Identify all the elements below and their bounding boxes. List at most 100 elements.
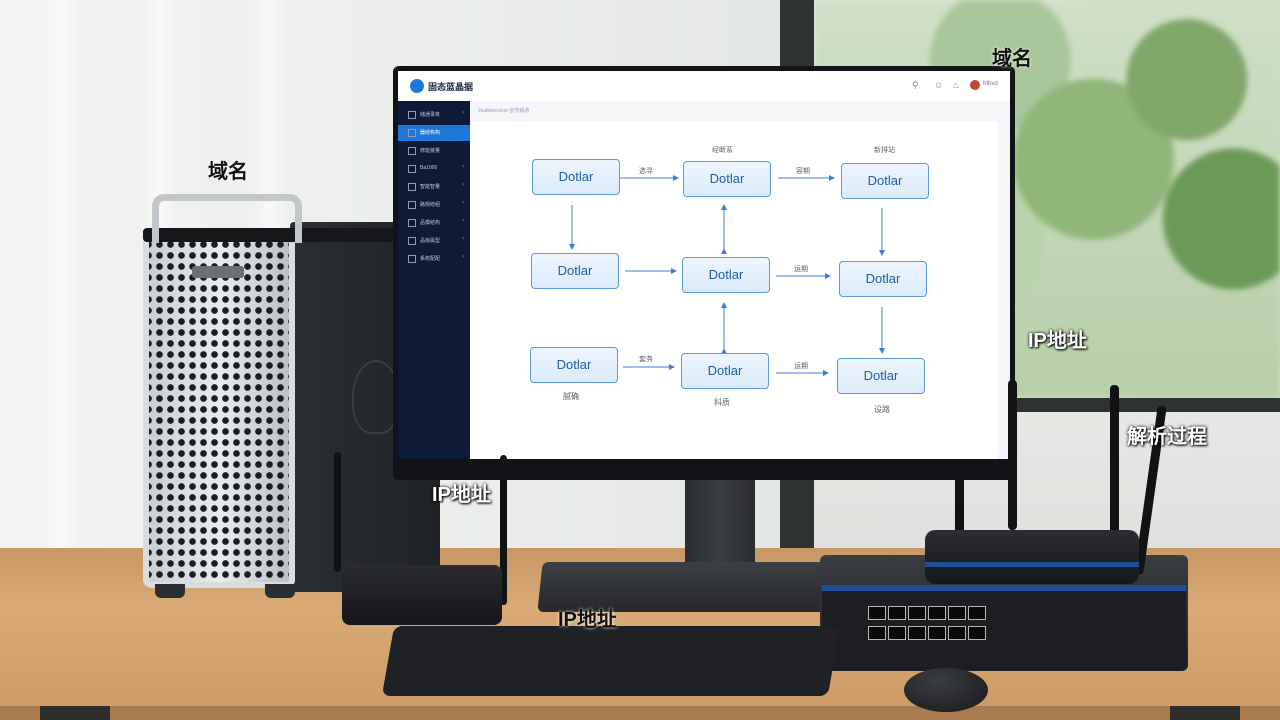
sidebar-item[interactable]: 品模结构 › [398, 215, 470, 231]
sidebar-item[interactable]: 系统配配 › [398, 251, 470, 267]
label-domain-top: 域名 [992, 48, 1032, 70]
mini-router-antenna [334, 452, 341, 572]
ethernet-port [908, 626, 926, 640]
search-icon[interactable]: ⚲ [912, 80, 919, 90]
sidebar-item-label: 修能装量 [420, 148, 441, 154]
pc-tower-badge [192, 266, 244, 278]
sidebar-item-active[interactable]: 器结构构 [398, 125, 470, 141]
app-logo-icon [410, 79, 424, 93]
bell-icon[interactable]: ♨ [952, 80, 961, 90]
chevron-right-icon: › [462, 218, 464, 224]
label-ip-bottom: IP地址 [558, 609, 617, 631]
flow-node[interactable]: Dotlar [682, 257, 770, 293]
label-domain-left: 域名 [208, 161, 248, 183]
main-content: Jsubbeeutsor 创然输通 [470, 101, 1010, 459]
sidebar-item[interactable]: 修能装量 [398, 143, 470, 159]
ethernet-port [888, 606, 906, 620]
label-ip-center: IP地址 [432, 484, 491, 506]
flow-node[interactable]: Dotlar [532, 159, 620, 195]
router-antenna [1008, 380, 1017, 530]
mini-router [342, 565, 502, 625]
flow-node[interactable]: Dotlar [837, 358, 925, 394]
ethernet-port [948, 626, 966, 640]
flow-diagram-canvas: Dotlar Dotlar Dotlar Dotlar Dotlar Dotla… [470, 121, 998, 459]
router-antenna [955, 470, 964, 534]
edge-label: 选寻 [639, 168, 653, 175]
node-caption: 设路 [874, 405, 890, 414]
sidebar-item[interactable]: 智能智量 › [398, 179, 470, 195]
flow-node[interactable]: Dotlar [683, 161, 771, 197]
sidebar-item-label: 路规结组 [420, 202, 441, 208]
menu-icon [408, 165, 416, 173]
desk-leg [1170, 706, 1240, 720]
sidebar-item-label: 器结构构 [420, 130, 441, 136]
flow-arrows [569, 175, 885, 376]
chevron-right-icon: › [462, 254, 464, 260]
mini-router-antenna [500, 455, 507, 605]
sidebar-item-label: Ba1000 [420, 165, 438, 171]
column-header: 新排站 [874, 147, 895, 154]
ethernet-port [908, 606, 926, 620]
ethernet-port [968, 606, 986, 620]
sidebar-item[interactable]: Ba1000 › [398, 161, 470, 177]
menu-icon [408, 237, 416, 245]
label-ip-right: IP地址 [1028, 330, 1087, 352]
mouse [904, 668, 988, 712]
edge-label: 运期 [794, 363, 808, 370]
menu-icon [408, 129, 416, 137]
monitor-screen: 固态蓝晶据 ⚲ ☺ ♨ Mbvd 储通录筹 › 器结构构 修能装量 Ba1000… [398, 71, 1010, 459]
app-sidebar: 储通录筹 › 器结构构 修能装量 Ba1000 › 智能智量 › 路规结组 › [398, 101, 470, 459]
column-header: 经断系 [712, 147, 733, 154]
ethernet-port [928, 606, 946, 620]
pc-tower-foot [265, 584, 295, 598]
avatar[interactable] [970, 80, 980, 90]
ethernet-port [868, 606, 886, 620]
chevron-right-icon: › [462, 164, 464, 170]
menu-icon [408, 147, 416, 155]
ethernet-port [968, 626, 986, 640]
node-caption: 腻确 [563, 392, 579, 401]
sidebar-item[interactable]: 储通录筹 › [398, 107, 470, 123]
flow-node[interactable]: Dotlar [681, 353, 769, 389]
keyboard [381, 626, 841, 696]
ethernet-port [868, 626, 886, 640]
flow-node[interactable]: Dotlar [841, 163, 929, 199]
monitor-stand-neck [685, 470, 755, 570]
network-switch-stripe [822, 585, 1186, 591]
edge-label: 容期 [796, 168, 810, 175]
sidebar-item-label: 品级属型 [420, 238, 441, 244]
ethernet-port [948, 606, 966, 620]
router-antenna [1110, 385, 1119, 535]
user-name[interactable]: Mbvd [983, 81, 998, 87]
chevron-right-icon: › [462, 236, 464, 242]
flow-node[interactable]: Dotlar [531, 253, 619, 289]
menu-icon [408, 183, 416, 191]
app-title: 固态蓝晶据 [428, 82, 474, 92]
chevron-right-icon: › [462, 182, 464, 188]
flow-node[interactable]: Dotlar [839, 261, 927, 297]
sidebar-item[interactable]: 路规结组 › [398, 197, 470, 213]
edge-label: 运期 [794, 266, 808, 273]
desk-leg [40, 706, 110, 720]
sidebar-item-label: 储通录筹 [420, 112, 441, 118]
sidebar-item-label: 智能智量 [420, 184, 441, 190]
sidebar-item-label: 品模结构 [420, 220, 441, 226]
sidebar-item-label: 系统配配 [420, 256, 441, 262]
pc-tower-front [143, 228, 295, 588]
pc-tower-handle [152, 194, 302, 243]
edge-label: 套务 [639, 356, 653, 363]
menu-icon [408, 111, 416, 119]
menu-icon [408, 201, 416, 209]
flow-node[interactable]: Dotlar [530, 347, 618, 383]
label-resolve-process: 解析过程 [1127, 426, 1207, 448]
breadcrumb: Jsubbeeutsor 创然输通 [478, 108, 530, 114]
user-icon[interactable]: ☺ [934, 80, 944, 90]
pc-tower-foot [155, 584, 185, 598]
curtain-fold [40, 0, 80, 580]
node-caption: 科质 [714, 398, 730, 407]
menu-icon [408, 255, 416, 263]
sidebar-item[interactable]: 品级属型 › [398, 233, 470, 249]
menu-icon [408, 219, 416, 227]
ethernet-port [888, 626, 906, 640]
wifi-router [925, 530, 1139, 584]
